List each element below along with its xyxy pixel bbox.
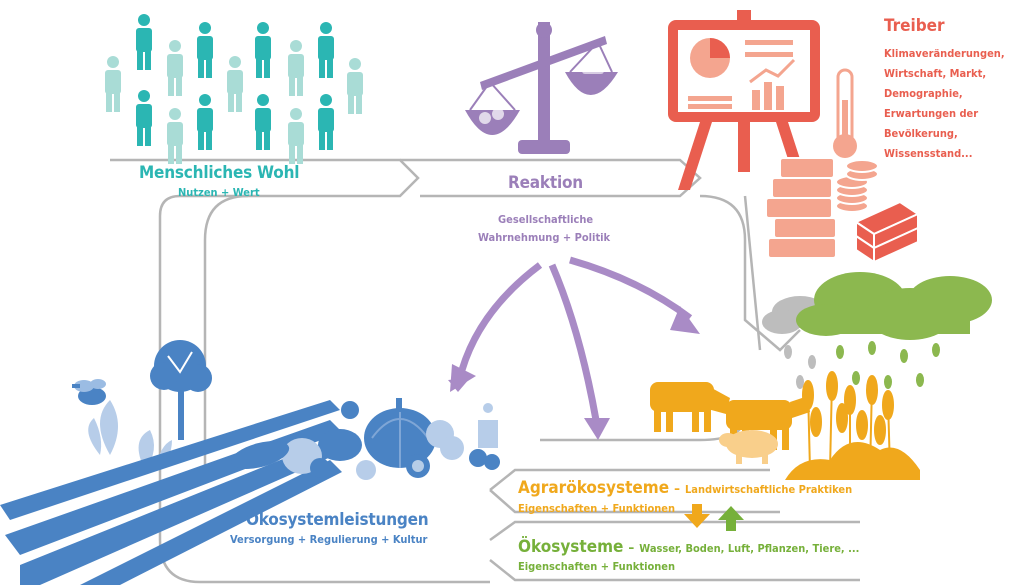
field-icon xyxy=(0,400,342,585)
bee-icon xyxy=(72,379,106,405)
agro-ecosystems-dash: – xyxy=(674,482,680,497)
thermometer-icon xyxy=(833,68,857,158)
cloud-icon xyxy=(762,272,992,389)
cow-icon xyxy=(650,382,810,450)
exchange-arrows xyxy=(684,504,744,531)
drivers-item: Bevölkerung, xyxy=(884,127,958,140)
drivers-list: Klimaveränderungen, Wirtschaft, Markt, D… xyxy=(884,44,1005,164)
human-wellbeing-subtitle: Nutzen + Wert xyxy=(178,186,260,199)
wheat-icon xyxy=(785,371,920,480)
ecosystem-services-subtitle: Versorgung + Regulierung + Kultur xyxy=(230,533,428,546)
drivers-item: Erwartungen der xyxy=(884,107,979,120)
books-icon xyxy=(765,157,837,259)
drivers-item: Demographie, xyxy=(884,87,963,100)
ecosystems-subtitle: Eigenschaften + Funktionen xyxy=(518,560,676,573)
money-stack-icon xyxy=(853,200,921,264)
agro-ecosystems-practices: Landwirtschaftliche Praktiken xyxy=(685,483,853,496)
ecosystem-services-title: Ökosystemleistungen xyxy=(246,510,429,530)
presentation-board-icon xyxy=(668,10,820,190)
food-icon xyxy=(230,398,500,480)
agro-ecosystems-title: Agrarökosysteme xyxy=(518,478,670,498)
ecosystems-components: Wasser, Boden, Luft, Pflanzen, Tiere, ..… xyxy=(639,542,860,555)
agro-ecosystems-subtitle: Eigenschaften + Funktionen xyxy=(518,502,676,515)
ecosystems-title: Ökosysteme xyxy=(518,537,624,557)
reaction-title: Reaktion xyxy=(508,173,583,193)
coins-icon xyxy=(835,159,879,213)
ecosystems-dash: – xyxy=(628,541,635,556)
ecosystems-heading: Ökosysteme – Wasser, Boden, Luft, Pflanz… xyxy=(518,537,859,557)
drivers-item: Wissensstand... xyxy=(884,147,973,160)
people-group xyxy=(105,14,363,164)
drivers-item: Wirtschaft, Markt, xyxy=(884,67,987,80)
pig-icon xyxy=(719,430,778,464)
scale-icon xyxy=(465,22,618,154)
reaction-subtitle-1: Gesellschaftliche xyxy=(498,213,594,226)
reaction-subtitle-2: Wahrnehmung + Politik xyxy=(478,231,611,244)
human-wellbeing-title: Menschliches Wohl xyxy=(139,163,300,183)
cycle-lines xyxy=(110,158,860,584)
agro-ecosystems-heading: Agrarökosysteme – Landwirtschaftliche Pr… xyxy=(518,478,852,498)
tree-icon xyxy=(150,340,212,440)
drivers-item: Klimaveränderungen, xyxy=(884,47,1005,60)
drivers-title: Treiber xyxy=(884,16,945,36)
